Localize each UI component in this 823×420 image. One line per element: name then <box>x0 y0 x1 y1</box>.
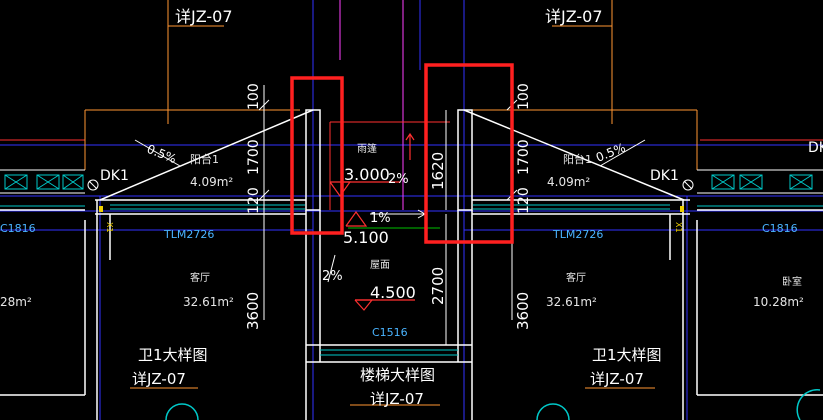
window-tracks <box>0 204 823 356</box>
balcony-left-label: 阳台1 <box>190 152 219 166</box>
wall-code-right: X1 <box>674 222 683 233</box>
dk-drain-markers <box>87 179 694 191</box>
window-grille-right <box>711 174 813 190</box>
highlight-boxes[interactable] <box>290 63 514 244</box>
bath-left-title[interactable]: 卫1大样图 <box>138 346 208 364</box>
dim-right-120: 120 <box>516 187 532 214</box>
dim-left-120: 120 <box>246 187 262 214</box>
detail-callout-top-left[interactable]: 详JZ-07 <box>175 7 233 26</box>
yellow-marks <box>99 206 684 212</box>
living-right-label: 客厅 <box>566 271 586 284</box>
bedroom-right-label: 卧室 <box>782 275 802 288</box>
bedroom-right-area: 10.28m² <box>753 295 804 309</box>
dim-mid-2700: 2700 <box>429 267 447 305</box>
slope-arrows <box>134 139 646 283</box>
living-right-area: 32.61m² <box>546 295 597 309</box>
dim-left-3600: 3600 <box>244 292 262 330</box>
dim-left-1700: 1700 <box>246 139 262 175</box>
walls <box>0 109 823 420</box>
leader-lines <box>84 0 698 406</box>
stair-title[interactable]: 楼梯大样图 <box>360 366 435 384</box>
dk-label-left: DK1 <box>100 168 129 184</box>
roof-face-label: 屋面 <box>370 259 390 271</box>
window-c1816-left: C1816 <box>0 222 36 235</box>
balcony-right-label: 阳台1 <box>563 152 592 166</box>
bath-right-title[interactable]: 卫1大样图 <box>592 346 662 364</box>
wall-code-left: X1 <box>105 222 114 233</box>
detail-callout-top-right[interactable]: 详JZ-07 <box>545 7 603 26</box>
elevation-markers <box>329 132 415 311</box>
dim-right-3600: 3600 <box>514 292 532 330</box>
dim-left-100: 100 <box>246 83 262 110</box>
balcony-right-area: 4.09m² <box>547 175 590 189</box>
dk-label-edge: DK <box>808 140 823 156</box>
canopy-label: 雨篷 <box>357 142 377 155</box>
highlight-box-left[interactable] <box>290 76 344 235</box>
stair-ref[interactable]: 详JZ-07 <box>370 390 424 408</box>
bath-right-ref[interactable]: 详JZ-07 <box>590 370 644 388</box>
door-tlm-left: TLM2726 <box>163 228 214 241</box>
elev-3000: 3.000 <box>344 165 390 184</box>
dim-right-1700: 1700 <box>516 139 532 175</box>
elev-5100: 5.100 <box>343 228 389 247</box>
window-grille-left <box>4 174 84 190</box>
dk-label-right: DK1 <box>650 168 679 184</box>
dim-mid-1620: 1620 <box>429 152 447 190</box>
slope-2-mid: 2% <box>322 269 343 284</box>
section-circles <box>165 389 821 420</box>
door-tlm-right: TLM2726 <box>552 228 603 241</box>
slope-1: 1% <box>370 211 391 226</box>
dim-right-100: 100 <box>516 83 532 110</box>
balcony-left-area: 4.09m² <box>190 175 233 189</box>
living-left-area: 32.61m² <box>183 295 234 309</box>
window-c1516: C1516 <box>372 326 408 339</box>
bath-left-ref[interactable]: 详JZ-07 <box>132 370 186 388</box>
left-edge-area: 28m² <box>0 295 32 309</box>
window-c1816-right: C1816 <box>762 222 798 235</box>
living-left-label: 客厅 <box>190 271 210 284</box>
elev-4500: 4.500 <box>370 283 416 302</box>
highlight-box-right[interactable] <box>424 63 514 244</box>
slope-2-top: 2% <box>388 172 409 187</box>
aux-lines <box>0 0 823 210</box>
